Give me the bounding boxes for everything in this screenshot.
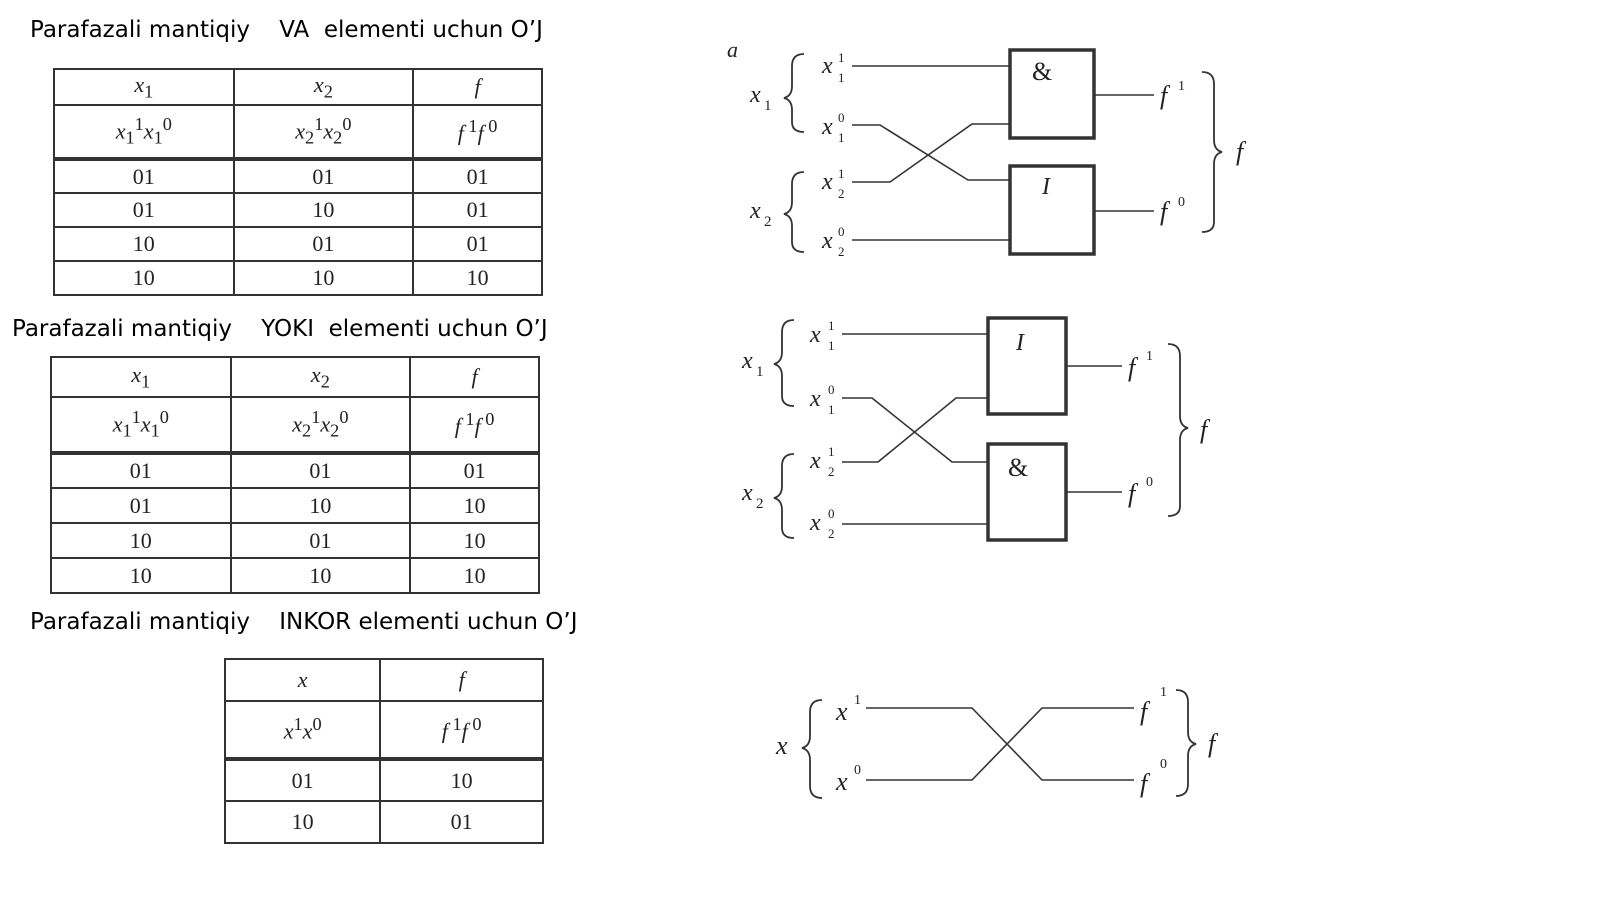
svg-text:1: 1	[828, 402, 835, 417]
svg-text:f: f	[1140, 769, 1151, 798]
svg-text:f: f	[1208, 729, 1219, 758]
svg-text:1: 1	[838, 166, 845, 181]
svg-text:2: 2	[838, 244, 845, 259]
svg-text:f: f	[1140, 697, 1151, 726]
svg-text:x: x	[821, 169, 833, 195]
svg-text:x: x	[835, 767, 848, 796]
col-x2-header: x2	[232, 68, 415, 106]
va-truth-table: x1 x2 f x11x10 x21x20 f 1f 0 01 01 01 01…	[53, 68, 543, 296]
svg-text:1: 1	[828, 444, 835, 459]
svg-text:f: f	[1200, 415, 1211, 444]
svg-text:f: f	[1160, 197, 1171, 226]
svg-text:1: 1	[1160, 685, 1167, 700]
svg-text:f: f	[1128, 353, 1139, 382]
svg-text:0: 0	[1146, 475, 1153, 490]
diagram-label: a	[727, 37, 738, 62]
table-row: 10 10 10	[53, 260, 543, 296]
svg-text:0: 0	[1160, 757, 1167, 772]
table-header-row: x1 x2 f	[53, 68, 543, 106]
svg-text:x: x	[809, 322, 821, 348]
table-subheader-row: x11x10 x21x20 f 1f 0	[50, 396, 540, 455]
table-row: 01 01 01	[53, 158, 543, 194]
svg-text:1: 1	[764, 98, 772, 114]
svg-text:1: 1	[854, 693, 861, 708]
svg-text:x: x	[741, 480, 753, 506]
svg-text:1: 1	[756, 364, 764, 380]
svg-text:2: 2	[828, 526, 835, 541]
svg-text:x: x	[749, 198, 761, 224]
svg-text:2: 2	[828, 464, 835, 479]
svg-text:&: &	[1032, 57, 1052, 86]
svg-text:f: f	[1160, 81, 1171, 110]
svg-text:x: x	[821, 53, 833, 79]
svg-text:1: 1	[1178, 79, 1185, 94]
svg-text:x: x	[775, 731, 788, 760]
svg-text:2: 2	[764, 214, 772, 230]
table-subheader-row: x11x10 x21x20 f 1f 0	[53, 104, 543, 161]
svg-text:0: 0	[838, 110, 845, 125]
svg-text:f: f	[1236, 137, 1247, 166]
svg-text:I: I	[1015, 330, 1025, 356]
svg-text:x: x	[741, 348, 753, 374]
svg-text:f: f	[1128, 479, 1139, 508]
svg-text:x: x	[749, 82, 761, 108]
svg-text:x: x	[809, 510, 821, 536]
svg-text:0: 0	[838, 224, 845, 239]
svg-text:x: x	[835, 697, 848, 726]
svg-text:x: x	[821, 228, 833, 254]
yoki-heading: Parafazali mantiqiy YOKI elementi uchun …	[12, 316, 548, 342]
svg-text:1: 1	[838, 50, 845, 65]
svg-text:x: x	[809, 386, 821, 412]
va-heading: Parafazali mantiqiy VA elementi uchun O’…	[30, 17, 543, 43]
svg-text:1: 1	[838, 130, 845, 145]
svg-text:0: 0	[828, 506, 835, 521]
yoki-truth-table: x1 x2 f x11x10 x21x20 f 1f 0 01 01 01 01…	[50, 356, 540, 594]
inkor-truth-table: x f x1x0 f 1f 0 01 10 10 01	[223, 658, 544, 844]
svg-text:1: 1	[828, 318, 835, 333]
svg-text:1: 1	[838, 70, 845, 85]
table-header-row: x f	[223, 658, 544, 702]
table-row: 01 10 10	[50, 487, 540, 524]
table-row: 01 01 01	[50, 452, 540, 489]
svg-text:1: 1	[828, 338, 835, 353]
svg-text:0: 0	[854, 763, 861, 778]
svg-text:x: x	[809, 448, 821, 474]
table-row: 10 01 01	[53, 226, 543, 262]
col-x1-header: x1	[53, 68, 235, 106]
table-header-row: x1 x2 f	[50, 356, 540, 398]
table-row: 10 10 10	[50, 557, 540, 594]
table-row: 10 01	[223, 800, 544, 844]
svg-text:0: 0	[1178, 195, 1185, 210]
table-row: 10 01 10	[50, 522, 540, 559]
svg-text:2: 2	[756, 496, 764, 512]
table-subheader-row: x1x0 f 1f 0	[223, 700, 544, 761]
svg-text:I: I	[1041, 174, 1051, 200]
inkor-heading: Parafazali mantiqiy INKOR elementi uchun…	[30, 609, 578, 635]
table-row: 01 10 01	[53, 192, 543, 228]
svg-text:2: 2	[838, 186, 845, 201]
svg-text:&: &	[1008, 453, 1028, 482]
svg-text:0: 0	[828, 382, 835, 397]
col-f-header: f	[412, 68, 543, 106]
svg-text:x: x	[821, 114, 833, 140]
table-row: 01 10	[223, 758, 544, 802]
svg-text:1: 1	[1146, 349, 1153, 364]
